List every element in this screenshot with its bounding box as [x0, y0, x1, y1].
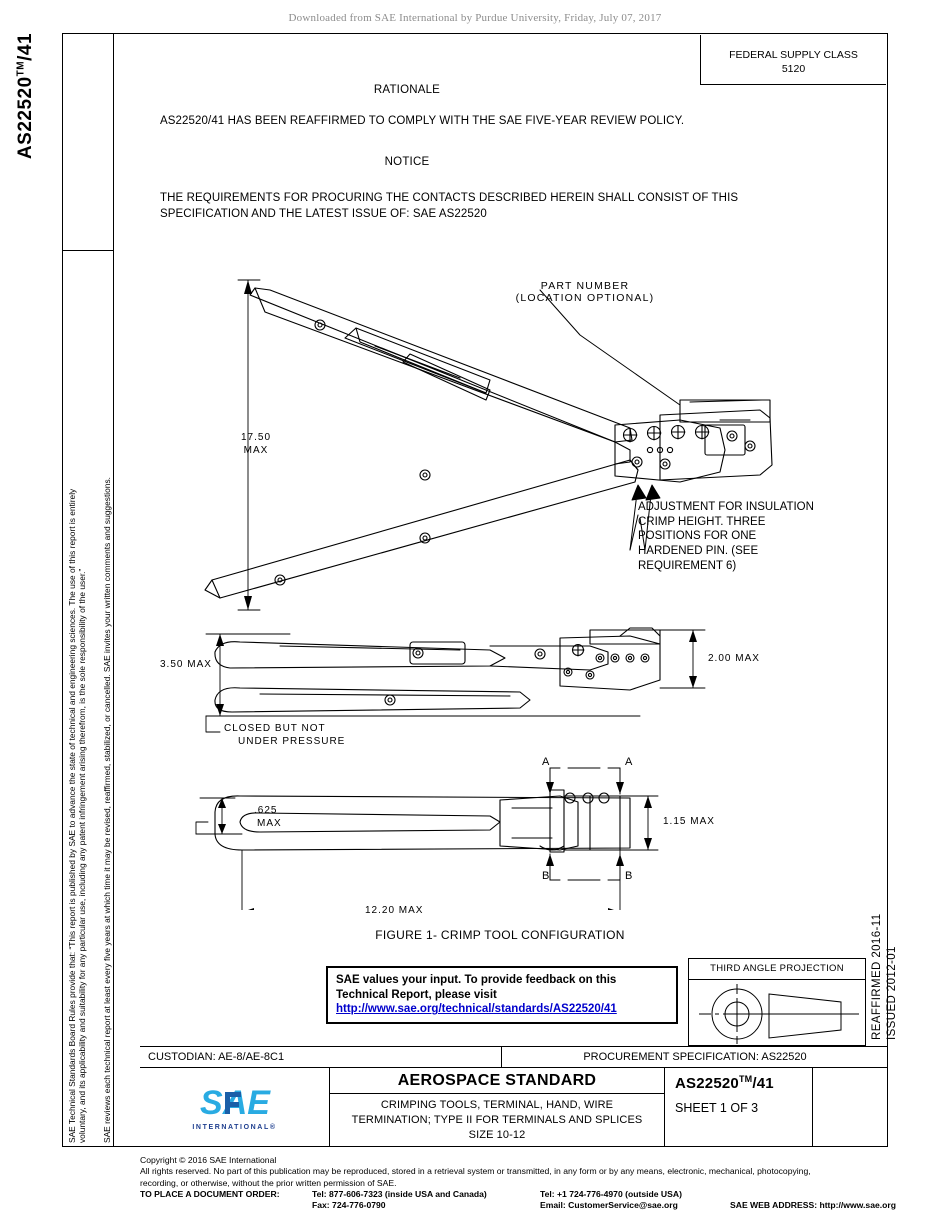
document-number-base: AS22520	[675, 1075, 739, 1092]
sheet-number: SHEET 1 OF 3	[675, 1101, 759, 1115]
adjustment-note-line-3: POSITIONS FOR ONE	[638, 530, 757, 543]
footer-rights-line-2: recording, or otherwise, without the pri…	[140, 1177, 397, 1188]
footer-tel-outside: Tel: +1 724-776-4970 (outside USA)	[540, 1189, 682, 1200]
document-border-frame	[62, 33, 888, 1147]
document-number-suffix: /41	[752, 1075, 774, 1092]
left-band-title-cell	[62, 33, 114, 251]
dim-thickness-qualifier: MAX	[257, 818, 282, 829]
feedback-url-link[interactable]: http://www.sae.org/technical/standards/A…	[336, 1003, 617, 1016]
closed-note-line-1: CLOSED BUT NOT	[224, 723, 326, 734]
footer-tel-inside: Tel: 877-606-7323 (inside USA and Canada…	[312, 1189, 487, 1200]
notice-line-2: SPECIFICATION AND THE LATEST ISSUE OF: S…	[160, 208, 487, 221]
sidebar-doc-code-suffix: /41	[15, 32, 36, 61]
notice-line-1: THE REQUIREMENTS FOR PROCURING THE CONTA…	[160, 192, 739, 204]
sae-logo-subtext: INTERNATIONAL®	[192, 1124, 277, 1131]
feedback-box: SAE values your input. To provide feedba…	[326, 966, 678, 1024]
federal-supply-class-box: FEDERAL SUPPLY CLASS 5120	[700, 35, 886, 85]
crimp-tool-drawing-svg	[195, 279, 773, 921]
footer-spacer	[140, 1200, 312, 1211]
footer-email: Email: CustomerService@sae.org	[540, 1200, 678, 1211]
title-block-blank-cell	[813, 1068, 888, 1146]
sidebar-doc-code-tm: TM	[15, 60, 27, 77]
third-angle-projection-symbol	[699, 984, 859, 1044]
section-b-left-label: B	[542, 870, 551, 882]
figure-caption: FIGURE 1- CRIMP TOOL CONFIGURATION	[375, 928, 625, 942]
notice-heading: NOTICE	[384, 156, 430, 168]
adjustment-note: ADJUSTMENT FOR INSULATION CRIMP HEIGHT. …	[638, 500, 814, 574]
dim-head-width: 1.15 MAX	[663, 816, 715, 827]
section-a-left-label: A	[542, 756, 551, 768]
footer-order-row-2: Fax: 724-776-0790 Email: CustomerService…	[140, 1200, 930, 1211]
standard-title-line-1: CRIMPING TOOLS, TERMINAL, HAND, WIRE	[380, 1099, 614, 1111]
adjustment-note-line-5: REQUIREMENT 6)	[638, 559, 737, 572]
dim-side-height: 3.50 MAX	[160, 659, 212, 670]
sidebar-doc-code-text: AS22520	[15, 76, 36, 160]
rationale-heading: RATIONALE	[373, 84, 441, 96]
dim-overall-length: 17.50	[240, 432, 272, 443]
document-number: AS22520TM/41	[675, 1074, 812, 1092]
dim-side-width: 2.00 MAX	[708, 653, 760, 664]
adjustment-note-line-4: HARDENED PIN. (SEE	[638, 545, 759, 558]
dim-thickness-value: .625	[254, 805, 278, 816]
footer-order-row-1: TO PLACE A DOCUMENT ORDER: Tel: 877-606-…	[140, 1189, 930, 1200]
crimp-tool-figure: PART NUMBER (LOCATION OPTIONAL) 17.50 MA…	[160, 250, 860, 921]
notice-paragraph: THE REQUIREMENTS FOR PROCURING THE CONTA…	[160, 190, 800, 222]
third-angle-projection-heading: THIRD ANGLE PROJECTION	[689, 959, 865, 980]
feedback-line-2: Technical Report, please visit	[336, 988, 497, 1001]
sidebar-legal-line-2: voluntary, and its applicability and sui…	[77, 568, 87, 1143]
standard-type-label: AEROSPACE STANDARD	[330, 1068, 664, 1094]
title-block-middle: AEROSPACE STANDARD CRIMPING TOOLS, TERMI…	[330, 1068, 665, 1146]
adjustment-note-line-2: CRIMP HEIGHT. THREE	[638, 515, 766, 528]
third-angle-projection-box: THIRD ANGLE PROJECTION	[688, 958, 866, 1046]
footer-rights-line-1: All rights reserved. No part of this pub…	[140, 1166, 811, 1177]
dim-overall-length-plan: 12.20 MAX	[365, 905, 424, 916]
left-vertical-band	[62, 33, 114, 1147]
procurement-specification-cell: PROCUREMENT SPECIFICATION: AS22520	[583, 1051, 807, 1063]
right-band-reaffirmed-date: REAFFIRMED 2016-11	[871, 913, 883, 1041]
download-source-header: Downloaded from SAE International by Pur…	[288, 12, 662, 24]
sae-logo-icon: SAE SAE	[200, 1084, 271, 1122]
footer-order-label: TO PLACE A DOCUMENT ORDER:	[140, 1189, 280, 1200]
closed-note-line-2: UNDER PRESSURE	[238, 736, 346, 747]
federal-supply-class-value: 5120	[781, 63, 806, 76]
sae-logo-cell: SAE SAE INTERNATIONAL®	[140, 1068, 330, 1146]
standard-title-line-3: SIZE 10-12	[468, 1128, 526, 1141]
section-b-right-label: B	[625, 870, 634, 882]
footer-fax: Fax: 724-776-0790	[312, 1200, 386, 1211]
part-number-line-1: PART NUMBER	[540, 280, 630, 292]
adjustment-note-line-1: ADJUSTMENT FOR INSULATION	[638, 501, 814, 513]
standard-title-line-2: TERMINATION; TYPE II FOR TERMINALS AND S…	[351, 1113, 643, 1126]
document-number-tm: TM	[738, 1074, 753, 1084]
custodian-row: CUSTODIAN: AE-8/AE-8C1 PROCUREMENT SPECI…	[140, 1046, 888, 1068]
section-a-right-label: A	[625, 756, 634, 768]
custodian-cell: CUSTODIAN: AE-8/AE-8C1	[140, 1047, 502, 1067]
part-number-line-2: (LOCATION OPTIONAL)	[515, 292, 655, 304]
title-block-docnumber: AS22520TM/41 SHEET 1 OF 3	[665, 1068, 813, 1146]
footer: Copyright © 2016 SAE International All r…	[140, 1155, 930, 1212]
title-block: SAE SAE INTERNATIONAL® AEROSPACE STANDAR…	[140, 1068, 888, 1146]
federal-supply-class-label: FEDERAL SUPPLY CLASS	[729, 49, 858, 61]
right-band-issued-date: ISSUED 2012-01	[886, 946, 898, 1040]
footer-copyright: Copyright © 2016 SAE International	[140, 1155, 277, 1165]
figure-part-number-callout: PART NUMBER (LOCATION OPTIONAL)	[485, 280, 685, 304]
rationale-paragraph: AS22520/41 HAS BEEN REAFFIRMED TO COMPLY…	[160, 115, 685, 127]
sidebar-legal-line-3: SAE reviews each technical report at lea…	[102, 477, 112, 1143]
standard-title: CRIMPING TOOLS, TERMINAL, HAND, WIRE TER…	[330, 1094, 664, 1146]
sidebar-document-code: AS22520TM/41	[15, 0, 37, 206]
feedback-line-1: SAE values your input. To provide feedba…	[336, 974, 617, 986]
footer-web-address: SAE WEB ADDRESS: http://www.sae.org	[730, 1200, 896, 1211]
dim-overall-length-qualifier: MAX	[243, 445, 269, 456]
